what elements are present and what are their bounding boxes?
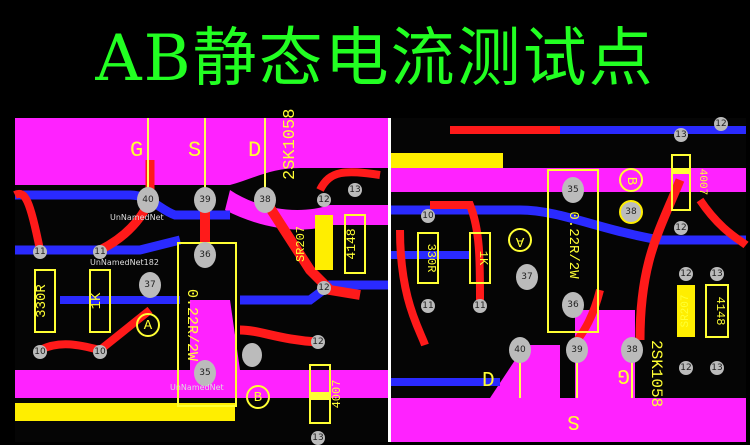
right-pad: 37 xyxy=(516,264,538,290)
right-pad: 38 xyxy=(621,337,643,363)
left-diode-sr207: SR207 xyxy=(294,226,308,262)
svg-text:12: 12 xyxy=(675,223,686,233)
left-pad: 11 xyxy=(93,245,107,259)
left-pin-g: G xyxy=(130,138,143,163)
right-pad: 35 xyxy=(562,177,584,203)
svg-text:10: 10 xyxy=(34,347,46,357)
left-board: G S D 2SK1058 330R 1K 0.22R/2W SR207 414… xyxy=(13,109,388,445)
left-net-label: UnNamedNet182 xyxy=(90,258,159,267)
svg-text:12: 12 xyxy=(318,195,329,205)
right-pad: 13 xyxy=(710,267,724,281)
left-pin-s: S xyxy=(188,138,201,163)
left-pad: 40 xyxy=(137,187,159,213)
svg-text:35: 35 xyxy=(199,368,210,378)
svg-text:13: 13 xyxy=(711,363,722,373)
right-pad: 12 xyxy=(674,221,688,235)
left-pad: 12 xyxy=(311,335,325,349)
left-pad: 12 xyxy=(317,281,331,295)
svg-text:13: 13 xyxy=(675,130,686,140)
svg-text:B: B xyxy=(623,177,639,185)
svg-text:13: 13 xyxy=(711,269,722,279)
right-board: 0.22R/2W 330R 1K 4007 SR207 4148 D S G 2… xyxy=(391,117,749,442)
svg-text:10: 10 xyxy=(422,211,434,221)
svg-text:36: 36 xyxy=(199,250,211,260)
right-pad: 12 xyxy=(679,361,693,375)
svg-text:12: 12 xyxy=(318,283,329,293)
right-pad: 12 xyxy=(679,267,693,281)
left-pad: 10 xyxy=(93,345,107,359)
right-test-point-a: A xyxy=(508,228,532,252)
right-pin-d: D xyxy=(482,370,495,393)
page-title: AB静态电流测试点 xyxy=(95,21,655,96)
right-resistor-1k: 1K xyxy=(476,251,490,266)
right-diode-4007: 4007 xyxy=(696,169,708,195)
svg-text:12: 12 xyxy=(312,337,323,347)
right-pad: 13 xyxy=(674,128,688,142)
svg-text:10: 10 xyxy=(94,347,106,357)
right-transistor-label: 2SK1058 xyxy=(647,340,665,407)
left-diode-4148: 4148 xyxy=(344,228,359,259)
svg-text:12: 12 xyxy=(715,119,726,129)
svg-text:13: 13 xyxy=(312,433,323,443)
right-pad: 13 xyxy=(710,361,724,375)
right-pad: 38 xyxy=(619,200,643,224)
right-diode-sr207: SR207 xyxy=(680,294,692,327)
svg-text:38: 38 xyxy=(259,195,271,205)
right-pad: 10 xyxy=(421,209,435,223)
left-resistor-1k: 1K xyxy=(89,292,105,309)
svg-text:39: 39 xyxy=(571,345,583,355)
right-resistor-022r: 0.22R/2W xyxy=(565,211,581,279)
right-pad: 11 xyxy=(473,299,487,313)
left-pad: 39 xyxy=(194,187,216,213)
left-pad: 10 xyxy=(33,345,47,359)
left-net-label: UnNamedNet xyxy=(110,213,164,222)
svg-text:40: 40 xyxy=(514,345,526,355)
left-pad: 35 xyxy=(194,360,216,386)
svg-text:40: 40 xyxy=(142,195,154,205)
svg-text:38: 38 xyxy=(625,207,637,217)
left-net-label: UnNamedNet xyxy=(170,383,224,392)
right-resistor-330r: 330R xyxy=(424,244,438,273)
svg-text:11: 11 xyxy=(94,247,105,257)
svg-text:39: 39 xyxy=(199,195,211,205)
left-pad: 11 xyxy=(33,245,47,259)
right-pad: 11 xyxy=(421,299,435,313)
right-pad: 40 xyxy=(509,337,531,363)
left-resistor-022r: 0.22R/2W xyxy=(183,289,200,361)
left-test-point-b: B xyxy=(246,385,270,409)
right-pad: 39 xyxy=(566,337,588,363)
right-pin-g: G xyxy=(617,363,630,386)
left-pad: 13 xyxy=(311,431,325,445)
right-pin-s: S xyxy=(567,409,580,432)
left-pad: 13 xyxy=(348,183,362,197)
svg-text:11: 11 xyxy=(422,301,433,311)
left-diode-4007: 4007 xyxy=(330,380,344,409)
left-test-point-a: A xyxy=(136,313,160,337)
svg-text:13: 13 xyxy=(349,185,360,195)
left-pad: 12 xyxy=(317,193,331,207)
right-pad: 12 xyxy=(714,117,728,131)
left-resistor-330r: 330R xyxy=(34,284,50,318)
left-pin-d: D xyxy=(248,138,261,163)
left-transistor-label: 2SK1058 xyxy=(281,109,300,180)
left-pad: 36 xyxy=(194,242,216,268)
left-pad: 38 xyxy=(254,187,276,213)
svg-text:12: 12 xyxy=(680,269,691,279)
svg-text:B: B xyxy=(254,390,262,406)
left-pad: 37 xyxy=(139,272,161,298)
svg-text:37: 37 xyxy=(144,280,155,290)
right-pad: 36 xyxy=(562,292,584,318)
svg-text:11: 11 xyxy=(34,247,45,257)
right-test-point-b: B xyxy=(619,168,643,192)
svg-text:35: 35 xyxy=(567,185,578,195)
svg-text:36: 36 xyxy=(567,300,579,310)
svg-text:38: 38 xyxy=(626,345,638,355)
svg-text:A: A xyxy=(515,233,524,249)
svg-text:11: 11 xyxy=(474,301,485,311)
right-diode-4148: 4148 xyxy=(713,297,727,326)
svg-text:37: 37 xyxy=(521,272,532,282)
svg-text:12: 12 xyxy=(680,363,691,373)
svg-text:A: A xyxy=(144,318,153,334)
